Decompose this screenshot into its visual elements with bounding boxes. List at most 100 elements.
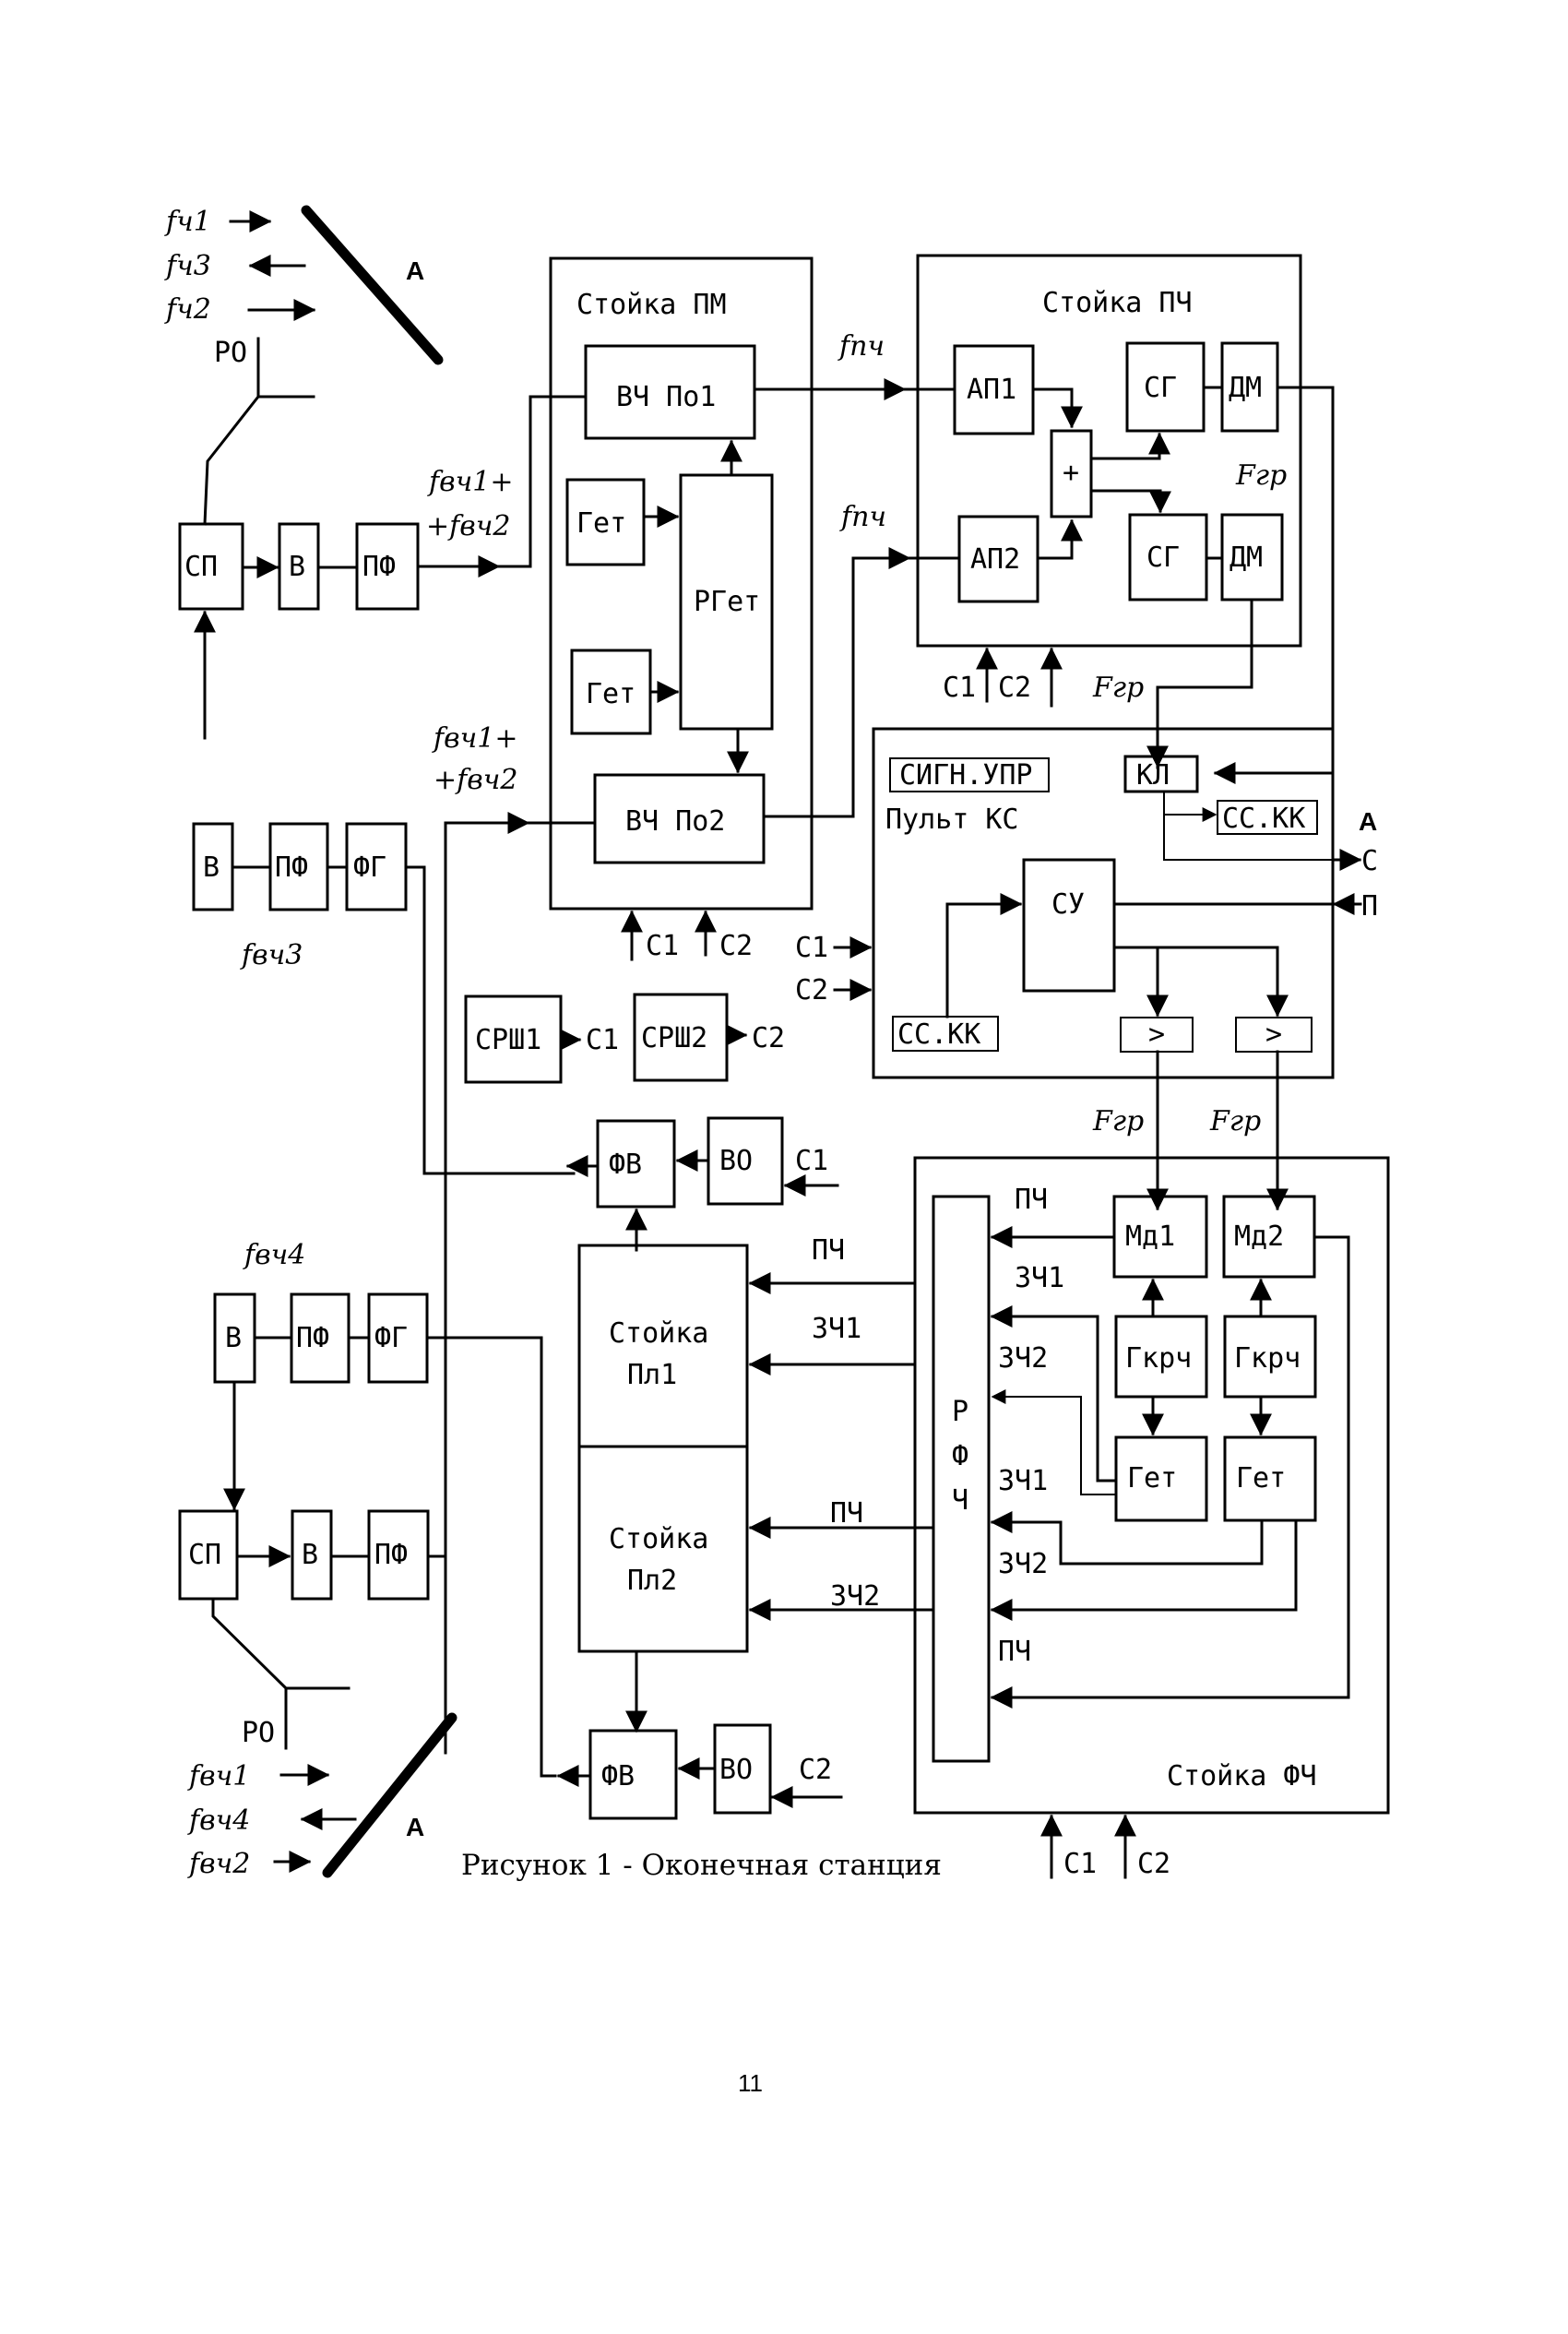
block-label: Гкрч	[1234, 1342, 1301, 1375]
input-label: С1	[646, 930, 679, 962]
pf-label: ПФ	[374, 1539, 408, 1571]
link-label: ПЧ	[1015, 1184, 1048, 1216]
v-label: В	[289, 551, 305, 583]
signal-label: fпч	[839, 501, 886, 533]
link-label: ПЧ	[998, 1636, 1031, 1668]
antenna-slash	[301, 205, 444, 365]
left-chain-low: fвч4 В ПФ ФГ СП В ПФ	[178, 1239, 557, 1778]
block-label: Гкрч	[1125, 1342, 1192, 1375]
cmp2-block	[1235, 1017, 1313, 1053]
console-ks: СИГН.УПР Пульт КС КЛ СС.КК A С СУ П СС.К…	[795, 727, 1378, 1079]
signal-label: +fвч2	[434, 764, 517, 796]
v-label: В	[302, 1539, 318, 1571]
pf-label: ПФ	[362, 551, 396, 583]
block-label: ДМ	[1229, 372, 1262, 404]
rack-title: Стойка	[609, 1317, 708, 1350]
rack-title: Стойка ФЧ	[1167, 1760, 1317, 1792]
block-label: РГет	[694, 586, 760, 618]
block-label: СРШ2	[641, 1022, 707, 1054]
antenna-slash	[322, 1712, 457, 1878]
get1-block	[565, 478, 646, 566]
sp-label: СП	[184, 551, 218, 583]
feeder	[211, 1597, 350, 1690]
pf-label: ПФ	[275, 851, 308, 884]
rack-pm: Стойка ПМ ВЧ По1 Гет РГет Гет ВЧ По2 С1 …	[549, 256, 814, 962]
signal-label: fвч2	[187, 1848, 250, 1880]
arrow	[990, 1305, 1118, 1483]
rack-title: Пл1	[627, 1359, 677, 1391]
console-title: Пульт КС	[885, 804, 1019, 836]
input-label: С1	[795, 1145, 828, 1177]
out-label: С	[1361, 845, 1378, 877]
signal-label: fвч1+	[432, 722, 517, 755]
signal-box-label: СИГН.УПР	[899, 759, 1033, 792]
fg-label: ФГ	[353, 851, 386, 884]
signal-label: fч3	[164, 250, 211, 282]
signal-label: fвч4	[187, 1804, 250, 1837]
left-chain-top: СП В ПФ fвч1+ +fвч2	[178, 395, 588, 740]
mark-a: A	[1359, 807, 1377, 836]
fg-label: ФГ	[374, 1322, 408, 1354]
sync-blocks: СРШ1 С1 СРШ2 С2	[464, 993, 785, 1084]
input-label: С1	[943, 672, 976, 704]
fgr-label: Fгр	[1092, 672, 1144, 704]
gkrch1-block	[1114, 1315, 1208, 1399]
out-label: С1	[586, 1024, 619, 1056]
block-label: ВЧ По1	[616, 381, 716, 413]
fgr-label: Fгр	[1092, 1105, 1144, 1137]
mark-a: A	[406, 256, 424, 285]
mast-label: РО	[214, 337, 247, 369]
block-label: АП2	[970, 543, 1020, 576]
mark-a: A	[406, 1813, 424, 1841]
block-label: ФВ	[601, 1760, 635, 1792]
figure-caption: Рисунок 1 - Оконечная станция	[461, 1849, 942, 1882]
block-label: СС.КК	[897, 1018, 980, 1051]
block-label: Мд2	[1234, 1221, 1284, 1253]
arrow	[945, 893, 1023, 1018]
signal-label: +fвч2	[426, 510, 510, 542]
input-label: С2	[795, 974, 828, 1006]
arrow	[1031, 387, 1083, 429]
block-label: >	[1265, 1018, 1282, 1051]
mast-label: РО	[242, 1717, 275, 1749]
rack-title: Стойка	[609, 1523, 708, 1555]
block-label: Ф	[952, 1440, 968, 1472]
signal-box	[889, 757, 1050, 792]
link	[762, 556, 887, 818]
block-label: ВО	[719, 1754, 753, 1786]
vch-po2-block	[593, 773, 766, 864]
block-label: ВЧ По2	[625, 805, 725, 838]
kl-block	[1123, 755, 1199, 793]
rack-pl: Стойка Пл1 Стойка Пл2 ПЧ ЗЧ1 ПЧ ЗЧ2	[577, 1234, 933, 1733]
sum-block	[1050, 429, 1093, 518]
input-label: С1	[795, 932, 828, 964]
get2-block	[1223, 1435, 1317, 1522]
get1-block	[1114, 1435, 1208, 1522]
block-label: >	[1148, 1018, 1165, 1051]
signal-label: fпч	[837, 330, 885, 363]
block-label: Р	[952, 1396, 968, 1428]
link-label: ЗЧ2	[998, 1342, 1048, 1375]
link-label: ПЧ	[830, 1497, 863, 1530]
block-label: СГ	[1144, 372, 1177, 404]
block-label: Гет	[576, 507, 626, 540]
link-label: ЗЧ2	[998, 1548, 1048, 1580]
block-label: СС.КК	[1222, 803, 1305, 835]
in-label: П	[1361, 890, 1378, 923]
link-label: ЗЧ1	[1015, 1262, 1064, 1294]
arrow	[990, 1518, 1298, 1621]
sp-label: СП	[188, 1539, 221, 1571]
rack-fch: Р Ф Ч Мд1 Мд2 Гкрч Гкрч Гет Гет ПЧ ЗЧ1 З…	[913, 1156, 1390, 1880]
arrow	[990, 1235, 1350, 1709]
rack-pch: Стойка ПЧ АП1 АП2 + СГ ДМ СГ ДМ Fгр С1 С…	[916, 254, 1302, 708]
block-label: АП1	[967, 374, 1016, 406]
freq-label: fвч4	[243, 1239, 305, 1271]
arrow	[1036, 518, 1083, 560]
link-label: ЗЧ1	[998, 1465, 1048, 1497]
signal-label: fвч1+	[427, 466, 513, 498]
out-label: С2	[752, 1022, 785, 1054]
signal-label: fч2	[164, 293, 211, 326]
fv-top: ФВ ВО С1	[565, 1116, 839, 1252]
rfch-block	[932, 1195, 991, 1763]
